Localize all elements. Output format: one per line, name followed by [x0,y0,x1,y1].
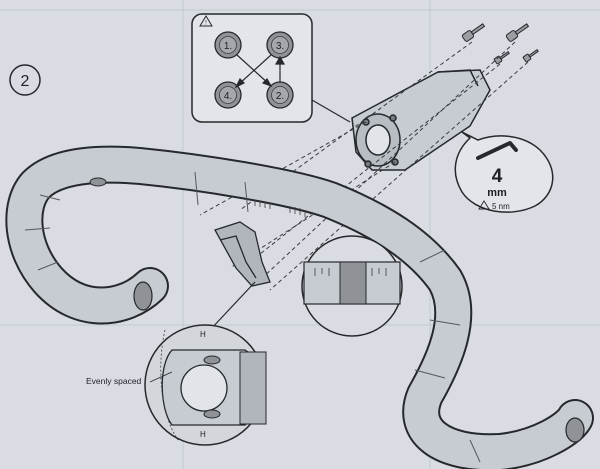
handlebar-part [5,145,594,469]
gap-mark-top: H [200,330,206,339]
clamp-insert-part [214,221,271,287]
zoom-detail-graduation [301,235,403,337]
svg-text:!: ! [205,21,207,27]
hex-key-callout: 4 mm 5 nm [454,131,554,213]
step-number: 2 [21,73,30,90]
tool-size-value: 4 [492,166,503,187]
warning-icon: ! [199,15,213,27]
graduation-marks [254,200,306,217]
torque-warning-icon [478,200,490,210]
bolt-label-2: 2. [276,91,284,102]
bolt-icon [461,23,539,65]
gap-mark-bottom: H [200,430,206,439]
bolt-label-1: 1. [224,41,232,52]
bolt-1: 1. [214,31,242,59]
bolt-order-panel: ! 1. 3. 4. 2. [191,13,351,123]
step-badge: 2 [9,64,41,96]
evenly-spaced-note: Evenly spaced [86,376,142,386]
hex-key-icon [476,141,518,160]
zoom-detail-clamp: H H [144,281,267,446]
bolt-4: 4. [214,81,242,109]
tool-size-unit: mm [487,187,507,199]
tightening-sequence-arrows [234,54,286,89]
stem-part [351,69,491,171]
bolt-label-3: 3. [276,41,284,52]
bolt-3: 3. [266,31,294,59]
bolt-label-4: 4. [224,91,232,102]
torque-value: 5 nm [492,202,510,211]
